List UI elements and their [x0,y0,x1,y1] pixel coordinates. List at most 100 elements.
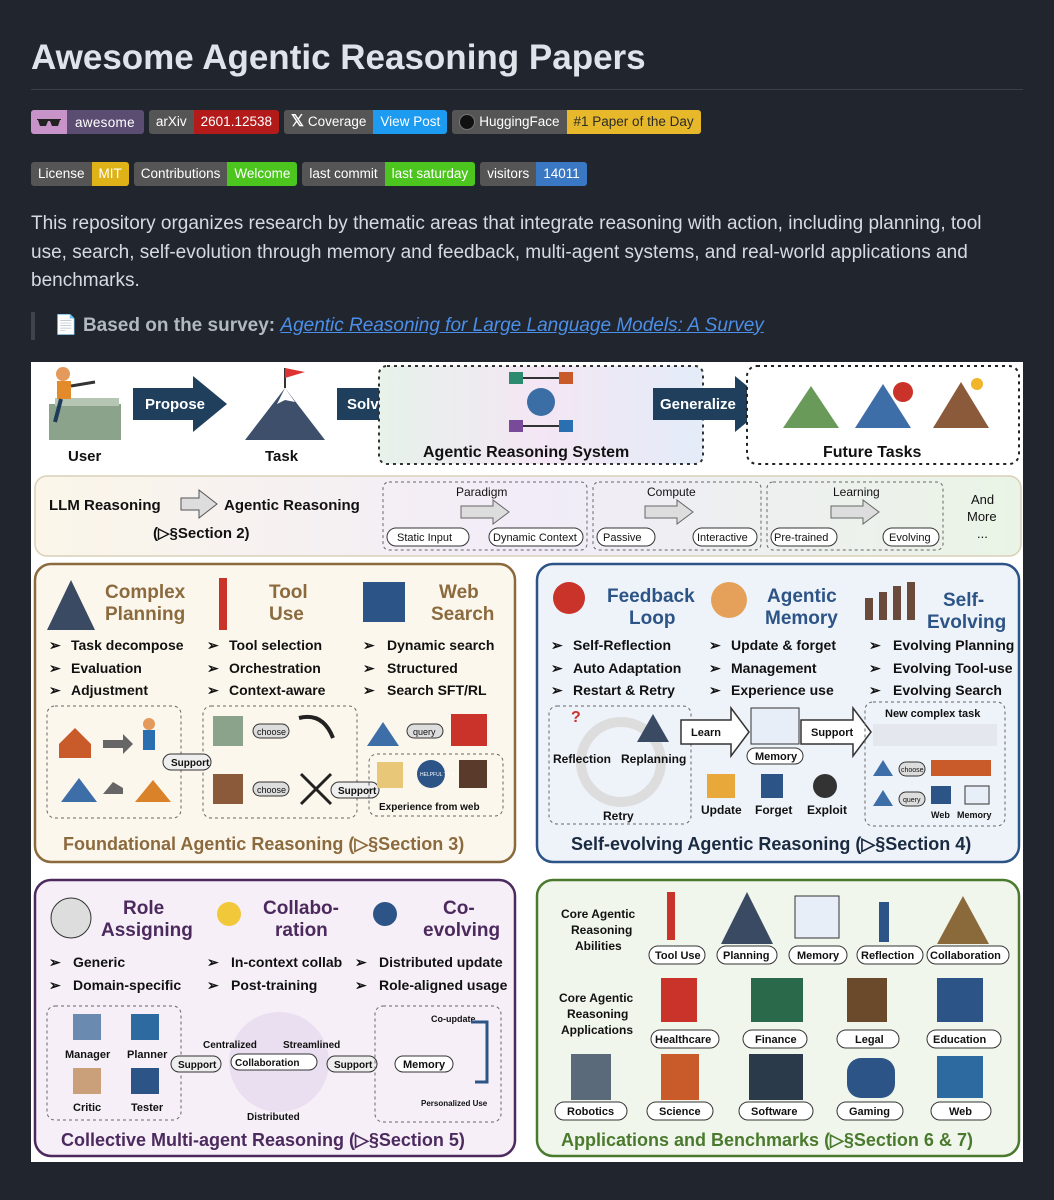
svg-text:➢: ➢ [355,954,367,970]
and-more-label-3: ... [977,526,988,541]
last-commit-badge[interactable]: last commit last saturday [302,162,476,186]
item-role-aligned-usage: Role-aligned usage [379,977,508,993]
ability-reflection: Reflection [861,950,914,962]
visitors-badge[interactable]: visitors 14011 [480,162,587,186]
web-title: Web [439,582,479,603]
item-update-forget: Update & forget [731,637,836,653]
arxiv-badge-label: arXiv [148,110,194,134]
personalized-use-label: Personalized Use [421,1099,488,1108]
app-legal: Legal [855,1034,884,1046]
support-label-1: Support [171,758,210,769]
svg-text:➢: ➢ [551,660,563,676]
roles-box [46,1005,182,1121]
co-evolve-icon [373,902,397,926]
ability-tool-use: Tool Use [655,950,701,962]
agentic-reasoning-label: Agentic Reasoning [224,497,360,514]
coverage-badge[interactable]: 𝕏 Coverage View Post [283,110,448,134]
education-icon [937,978,983,1022]
svg-text:➢: ➢ [207,660,219,676]
svg-text:➢: ➢ [869,682,881,698]
dynamic-context-pill: Dynamic Context [493,532,577,544]
huggingface-badge-label: HuggingFace [479,114,560,129]
choose-label-3: choose [901,767,924,774]
memory-title: Memory [765,608,838,629]
propose-arrow [133,376,227,432]
experience-box [368,753,504,817]
abilities-title-2: Reasoning [571,923,632,937]
item-orchestration: Orchestration [229,660,321,676]
coevolve-box [374,1005,502,1123]
item-evolving-search: Evolving Search [893,682,1002,698]
app-robotics: Robotics [567,1106,614,1118]
item-experience-use: Experience use [731,682,834,698]
badge-row-1: awesome arXiv 2601.12538 𝕏 Coverage View… [31,110,1023,134]
svg-text:➢: ➢ [49,637,61,653]
survey-quote: 📄 Based on the survey: Agentic Reasoning… [31,311,1023,340]
science-icon [661,1054,699,1100]
update-label: Update [701,803,742,817]
query-label: query [413,727,436,737]
planning-icon [721,892,773,944]
item-management: Management [731,660,817,676]
foundational-footer: Foundational Agentic Reasoning (▷§Sectio… [63,834,464,854]
generalize-arrow [653,376,769,432]
badge-row-2: License MIT Contributions Welcome last c… [31,162,1023,186]
x-logo-icon: 𝕏 [290,113,304,130]
svg-text:➢: ➢ [49,977,61,993]
item-search-sft-rl: Search SFT/RL [387,682,487,698]
license-badge-value: MIT [91,162,129,186]
item-evaluation: Evaluation [71,660,142,676]
item-task-decompose: Task decompose [71,637,184,653]
support-arrow [800,705,872,759]
item-in-context-collab: In-context collab [231,954,342,970]
svg-text:➢: ➢ [207,977,219,993]
compute-group: Compute Passive Interactive [592,481,762,551]
applications-footer: Applications and Benchmarks (▷§Section 6… [561,1130,973,1150]
band-arrow [180,488,218,520]
support-label-3: Support [811,727,853,739]
future-mountains-icon [783,378,989,428]
exploit-label: Exploit [807,803,847,817]
reflection-label: Reflection [553,752,611,766]
svg-text:➢: ➢ [207,954,219,970]
learn-arrow [680,705,750,759]
support-label-4: Support [178,1060,217,1071]
collabo-title: Collabo- [263,898,339,919]
solve-label: Solve [347,396,387,413]
planner-label: Planner [127,1049,168,1061]
huggingface-badge[interactable]: HuggingFace #1 Paper of the Day [452,110,701,134]
pretrained-pill: Pre-trained [774,532,828,544]
learning-group: Learning Pre-trained Evolving [766,481,944,551]
item-adjustment: Adjustment [71,682,148,698]
arxiv-badge[interactable]: arXiv 2601.12538 [148,110,279,134]
contributions-badge-label: Contributions [133,162,228,186]
tool-use-icon [667,892,675,940]
survey-link[interactable]: Agentic Reasoning for Large Language Mod… [280,314,764,336]
awesome-badge[interactable]: awesome [31,110,144,134]
item-tool-selection: Tool selection [229,637,322,653]
svg-text:➢: ➢ [551,682,563,698]
app-science: Science [659,1106,701,1118]
item-context-aware: Context-aware [229,682,326,698]
propose-label: Propose [145,396,205,413]
apps-title-1: Core Agentic [559,991,634,1005]
reflection-icon [879,902,889,942]
document-icon: 📄 [54,314,78,336]
complex-title: Complex [105,582,186,603]
healthcare-icon [661,978,697,1022]
abilities-title-1: Core Agentic [561,907,636,921]
support-label-2: Support [338,786,377,797]
applications-panel: Core Agentic Reasoning Abilities Tool Us… [535,878,1021,1158]
ability-planning: Planning [723,950,769,962]
evolving-pill: Evolving [889,532,931,544]
contributions-badge[interactable]: Contributions Welcome [133,162,298,186]
ration-title: ration [275,920,328,941]
replanning-label: Replanning [621,752,686,766]
manager-label: Manager [65,1049,111,1061]
interactive-pill: Interactive [697,532,748,544]
collaboration-pill-label: Collaboration [235,1058,299,1069]
svg-text:➢: ➢ [709,682,721,698]
foundational-panel: Complex Planning Tool Use Web Search ➢Ta… [33,562,517,864]
license-badge[interactable]: License MIT [31,162,129,186]
overview-figure: User Propose Task Solve Agentic Reasonin… [31,362,1023,1162]
